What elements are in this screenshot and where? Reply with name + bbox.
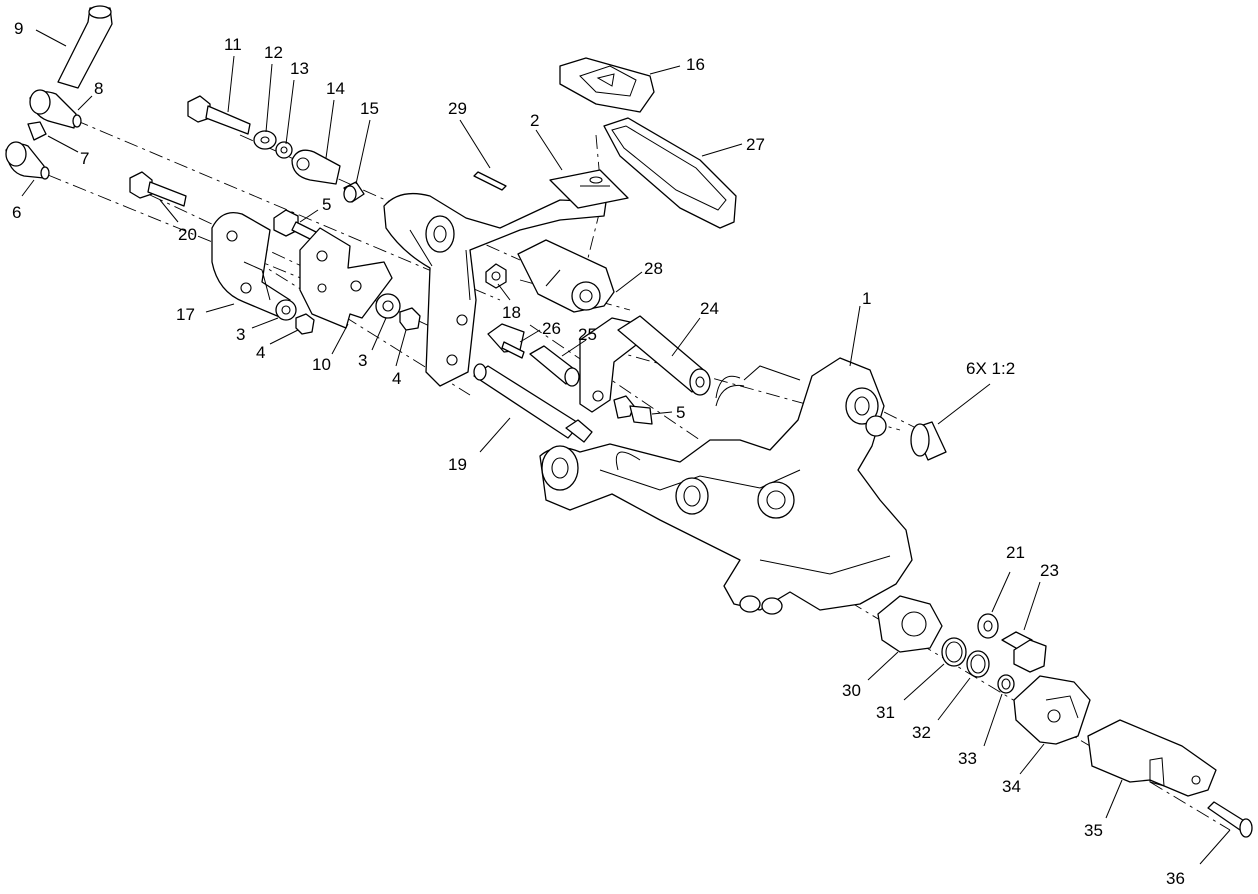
callout-11: 11: [224, 35, 242, 54]
leader-lines: [21, 29, 1231, 865]
part-35-bracket: [1087, 719, 1217, 797]
part-28-pivot-bracket: [517, 239, 615, 313]
part-19-shaft: [473, 363, 593, 443]
bushing-6x: [910, 421, 947, 461]
part-32-ring: [966, 650, 990, 678]
part-34-clamp: [1013, 675, 1091, 745]
callout-29: 29: [448, 99, 467, 118]
callout-33: 33: [958, 749, 977, 768]
part-5-bolt-upper: [273, 209, 317, 241]
callout-13: 13: [290, 59, 309, 78]
callout-2: 2: [530, 111, 539, 130]
callout-5-lower: 5: [676, 403, 685, 422]
part-20-bolt: [129, 171, 187, 207]
part-11-bolt: [187, 95, 251, 135]
callout-18: 18: [502, 303, 521, 322]
callout-9: 9: [14, 19, 23, 38]
callout-labels: 9 8 7 6 11 12 13 14 15 29 2 16 27 28 1 6…: [12, 19, 1185, 888]
part-7-spacer: [27, 121, 47, 141]
callout-27: 27: [746, 135, 765, 154]
part-10-bracket: [299, 227, 393, 329]
part-3-washer-left: [275, 299, 297, 321]
pedal-arm-assembly: [383, 192, 607, 387]
callout-19: 19: [448, 455, 467, 474]
callout-34: 34: [1002, 777, 1021, 796]
part-14-rod-end: [291, 149, 341, 185]
callout-36: 36: [1166, 869, 1185, 888]
callout-6x: 6X 1:2: [966, 359, 1015, 378]
callout-8: 8: [94, 79, 103, 98]
callout-15: 15: [360, 99, 379, 118]
part-12-washer: [253, 130, 277, 150]
callout-31: 31: [876, 703, 895, 722]
callout-20: 20: [178, 225, 197, 244]
part-5-bolt-lower: [613, 395, 653, 425]
part-33-bushing: [997, 674, 1015, 694]
part-26-switch: [487, 323, 525, 359]
callout-35: 35: [1084, 821, 1103, 840]
part-2-pedal-plate: [549, 169, 629, 209]
callout-5-upper: 5: [322, 195, 331, 214]
callout-25: 25: [578, 325, 597, 344]
callout-32: 32: [912, 723, 931, 742]
link-plate: [579, 317, 641, 413]
callout-26: 26: [542, 319, 561, 338]
callout-17: 17: [176, 305, 195, 324]
callout-4-right: 4: [392, 369, 401, 388]
part-31-ring: [941, 637, 967, 667]
part-9-pin: [57, 5, 113, 89]
part-36-screw: [1207, 801, 1253, 838]
callout-1: 1: [862, 289, 871, 308]
callout-12: 12: [264, 43, 283, 62]
callout-3-left: 3: [236, 325, 245, 344]
part-18-nut: [485, 263, 507, 289]
part-4-nut-right: [399, 307, 421, 331]
part-27-pedal-cover: [603, 117, 737, 229]
part-15-bushing: [343, 181, 365, 203]
callout-3-right: 3: [358, 351, 367, 370]
part-17-plate: [211, 211, 291, 319]
callout-7: 7: [80, 149, 89, 168]
callout-24: 24: [700, 299, 719, 318]
part-25-spacer: [529, 345, 580, 387]
part-23-bolt: [1001, 631, 1047, 673]
part-4-nut-left: [295, 313, 315, 335]
callout-10: 10: [312, 355, 331, 374]
callout-21: 21: [1006, 543, 1025, 562]
part-1-frame: [539, 357, 913, 615]
part-3-washer-right: [375, 293, 401, 319]
part-30-housing: [877, 595, 943, 653]
callout-23: 23: [1040, 561, 1059, 580]
callout-16: 16: [686, 55, 705, 74]
callout-28: 28: [644, 259, 663, 278]
callout-14: 14: [326, 79, 345, 98]
callout-30: 30: [842, 681, 861, 700]
part-13-washer: [275, 141, 293, 159]
part-8-rod-end: [29, 89, 82, 129]
part-6-rod-end: [5, 141, 50, 180]
part-29-roll-pin: [473, 171, 507, 191]
callout-6: 6: [12, 203, 21, 222]
callout-4-left: 4: [256, 343, 265, 362]
part-24-shaft: [617, 315, 711, 396]
part-21-washer: [977, 613, 999, 639]
part-16-pedal-pad: [559, 57, 655, 113]
